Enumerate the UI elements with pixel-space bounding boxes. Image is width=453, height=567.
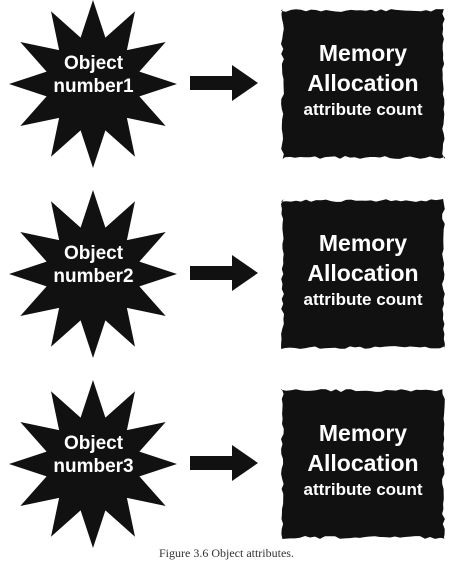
rough-box-shape (281, 389, 445, 539)
rough-box-shape (281, 199, 445, 349)
memory-allocation-box: Memory Allocation attribute count (278, 196, 448, 352)
memory-label-line2: Allocation (307, 260, 419, 286)
object-label: Object number1 (6, 52, 181, 98)
object-starburst: Object number1 (6, 0, 181, 170)
object-label-line2: number1 (53, 76, 134, 97)
diagram-row-3: Object number3 Memory Allocation attribu… (0, 380, 453, 550)
object-label-line1: Object (63, 243, 124, 264)
object-label: Object number2 (6, 242, 181, 288)
memory-label-line3: attribute count (303, 100, 423, 119)
object-label: Object number3 (6, 432, 181, 478)
diagram-row-1: Object number1 Memory Allocation attribu… (0, 0, 453, 170)
memory-allocation-box: Memory Allocation attribute count (278, 386, 448, 542)
memory-label-line2: Allocation (307, 450, 419, 476)
rough-box-shape (281, 9, 445, 159)
object-starburst: Object number2 (6, 190, 181, 360)
starburst-shape (9, 0, 177, 168)
memory-label-line3: attribute count (303, 290, 423, 309)
memory-label: Memory Allocation attribute count (278, 228, 448, 312)
diagram-row-2: Object number2 Memory Allocation attribu… (0, 190, 453, 360)
object-label-line2: number3 (53, 456, 134, 477)
memory-label: Memory Allocation attribute count (278, 38, 448, 122)
memory-label-line1: Memory (318, 40, 408, 66)
arrow-right-icon (190, 445, 258, 481)
memory-label-line2: Allocation (307, 70, 419, 96)
object-starburst: Object number3 (6, 380, 181, 550)
starburst-shape (9, 380, 177, 548)
arrow-right-icon (190, 65, 258, 101)
memory-label: Memory Allocation attribute count (278, 418, 448, 502)
starburst-shape (9, 190, 177, 358)
memory-label-line1: Memory (318, 420, 408, 446)
object-label-line1: Object (63, 433, 124, 454)
object-label-line2: number2 (53, 266, 134, 287)
figure-caption: Figure 3.6 Object attributes. (159, 546, 294, 560)
memory-allocation-box: Memory Allocation attribute count (278, 6, 448, 162)
memory-label-line3: attribute count (303, 480, 423, 499)
arrow-right-icon (190, 255, 258, 291)
memory-label-line1: Memory (318, 230, 408, 256)
object-label-line1: Object (63, 53, 124, 74)
